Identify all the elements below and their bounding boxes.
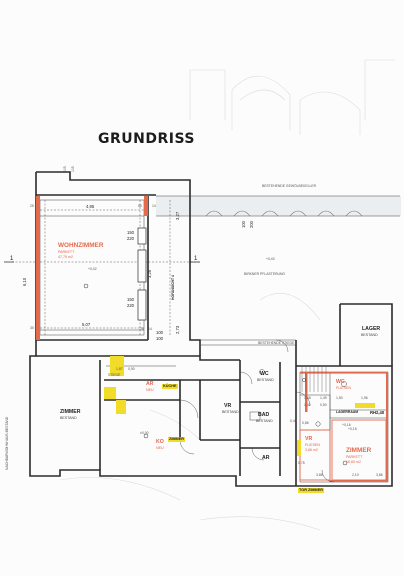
room-zimmer-right-floor: PARKETT: [346, 455, 363, 459]
room-vr-right-floor: FLIESEN: [305, 443, 320, 447]
dim-r-148: 1,48: [304, 396, 311, 400]
dim-20: 20: [140, 327, 144, 331]
dim-r-142: 1,42: [304, 403, 311, 407]
label-existing-stair: BESTEHENDE STIEGE: [258, 341, 295, 345]
dim-door-2: 100: [241, 221, 246, 228]
room-zimmer-right-area: 16,65 m2: [346, 460, 361, 464]
dim-door-1b: 100: [156, 336, 163, 341]
level-room: ±0,00: [140, 431, 149, 435]
dim-wz-height: 3,26: [147, 269, 152, 278]
room-zimmer-left-detail: BESTAND: [60, 416, 77, 420]
room-ar-kueche-name: AR: [146, 381, 154, 387]
dim-window-1: 150: [127, 230, 134, 235]
room-wc-top-detail: BESTAND: [257, 378, 274, 382]
room-lagerraum-name: LAGERRAUM: [336, 410, 359, 414]
level-right: +0,15: [348, 427, 357, 431]
room-wc-right-floor: FLIESEN: [336, 386, 351, 390]
room-ko-name: KO: [156, 439, 164, 445]
dim-court-mid: 2,73: [175, 325, 180, 334]
dim-r-086: 0,86: [302, 421, 309, 425]
room-ar-kueche-detail: NEU: [146, 388, 154, 392]
tag-stiege: STIEGE: [108, 373, 121, 377]
room-wc-top-name: WC: [260, 371, 269, 377]
room-wohnzimmer-floor: PARKETT: [58, 250, 75, 254]
dim-door-2b: 200: [249, 221, 254, 228]
dim-r-016: +0,16: [342, 423, 351, 427]
dim-r-040: 0,40: [290, 419, 297, 423]
dim-30: 30: [30, 326, 34, 330]
room-lager-detail: BESTAND: [361, 333, 378, 337]
main-walls: [29, 171, 393, 487]
level-court: +0,40: [266, 257, 275, 261]
dim-wz-width: 4,95: [86, 204, 95, 209]
label-neighbor-building: NACHBARWOHNHAUS BESTAND: [5, 416, 9, 470]
section-marker-right: 1: [194, 256, 198, 262]
dim-r-090: 0,90: [128, 367, 135, 371]
dim-r-075: 0,75: [298, 461, 305, 465]
new-walls: [36, 196, 388, 482]
vault-arches: [205, 210, 363, 217]
dim-door-1: 100: [156, 330, 163, 335]
tag-zimmer: ZIMMER: [168, 436, 185, 442]
dim-wz-depth: 6,10: [22, 277, 27, 286]
room-lager-name: LAGER: [362, 326, 381, 332]
label-courtyard-paving: BIRKNER PFLASTERUNG: [244, 272, 286, 276]
dim-top-vert2: 105: [71, 166, 75, 172]
dim-r-187: 1,87: [116, 367, 123, 371]
label-courtyard-view: HOFANSICHT 4: [171, 275, 175, 300]
room-vr-left-name: VR: [224, 403, 232, 409]
dim-r-150: 1,50: [336, 396, 343, 400]
tag-kueche: KÜCHE: [162, 383, 178, 389]
section-marker-left: 1: [10, 256, 14, 262]
room-wohnzimmer-area: 47,75 m2: [58, 255, 73, 259]
room-vr-right-area: 3,86 m2: [305, 448, 318, 452]
background-sketch: [59, 59, 395, 531]
room-wohnzimmer-name: WOHNZIMMER: [58, 242, 104, 249]
room-ar-bottom-name: AR: [262, 455, 270, 461]
dim-r-386b: 3,86: [376, 473, 383, 477]
dim-r-386: 3,86: [316, 473, 323, 477]
room-bad-name: BAD: [258, 412, 270, 418]
interior-lines: [39, 195, 400, 483]
level-markers: [83, 283, 348, 466]
dim-court-left: 3,27: [175, 211, 180, 220]
openings: [137, 227, 147, 321]
room-vr-left-detail: BESTAND: [222, 410, 239, 414]
dim-top-vert: 105: [63, 166, 67, 172]
dim-wz-width-lower: 5,07: [82, 322, 91, 327]
room-zimmer-right-name: ZIMMER: [346, 447, 372, 454]
dim-25: 25: [30, 204, 34, 208]
room-bad-detail: BESTAND: [256, 419, 273, 423]
dim-r-196: 1,96: [361, 396, 368, 400]
room-wc-right-name: WC: [336, 379, 345, 385]
tag-tor: TOR ZIMMER: [298, 487, 324, 493]
door-swings: [179, 339, 335, 483]
fixtures: [249, 369, 347, 427]
dim-14: 14: [152, 204, 156, 208]
room-vr-right-name: VR: [305, 436, 313, 442]
dim-14b: 14: [148, 327, 152, 331]
yellow-highlights: [104, 356, 375, 456]
dim-window-1b: 220: [127, 236, 134, 241]
room-ko-detail: NEU: [156, 446, 164, 450]
dim-window-2b: 220: [127, 303, 134, 308]
dim-r-149: 1,49: [320, 396, 327, 400]
height-rh-right: RH2,40: [370, 410, 385, 415]
room-zimmer-left-name: ZIMMER: [60, 409, 81, 415]
level-living: +0,42: [88, 267, 97, 271]
cellar-hatch: [156, 196, 401, 216]
dim-55: 55: [138, 204, 142, 208]
stair-steps: [301, 366, 327, 392]
dim-r-050: 0,50: [320, 403, 327, 407]
dim-window-2: 150: [127, 297, 134, 302]
dim-r-210: 2,10: [352, 473, 359, 477]
plan-title: GRUNDRISS: [98, 131, 196, 147]
label-existing-cellar: BESTEHENDE GEWÖLBEKELLER: [262, 184, 317, 188]
